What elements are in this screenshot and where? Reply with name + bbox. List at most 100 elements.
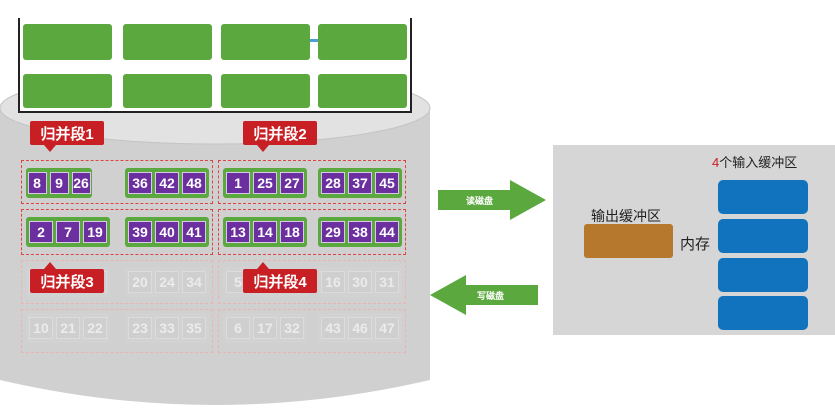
record-cell: 32 xyxy=(280,317,304,339)
record-cell: 18 xyxy=(280,221,304,243)
record-cell: 29 xyxy=(321,221,345,243)
merge-segment-label-1: 归并段1 xyxy=(30,121,104,152)
disk-block-dim: 23 33 35 xyxy=(125,313,209,343)
disk-block: 39 40 41 xyxy=(125,217,209,247)
record-cell: 10 xyxy=(29,317,53,339)
disk-block-dim: 6 17 32 xyxy=(223,313,307,343)
write-disk-arrow xyxy=(430,275,538,315)
record-cell: 8 xyxy=(27,172,47,194)
segment-outline-dim xyxy=(21,260,213,304)
label-text: 归并段1 xyxy=(40,125,94,143)
label-pointer xyxy=(44,262,56,269)
record-cell: 23 xyxy=(128,317,152,339)
write-disk-label: 写磁盘 xyxy=(477,291,505,301)
memory-label: 内存 xyxy=(680,236,711,253)
disk-block: 2 7 19 xyxy=(26,217,110,247)
input-buffer-count: 4 xyxy=(712,155,720,170)
record-cell: 34 xyxy=(182,271,206,293)
record-cell: 2 xyxy=(29,221,53,243)
record-cell: 9 xyxy=(49,172,69,194)
label-text: 归并段3 xyxy=(40,273,94,291)
disk-block-dim: 20 24 34 xyxy=(125,267,209,297)
input-buffer xyxy=(718,180,808,214)
top-block xyxy=(123,74,212,108)
label-pointer xyxy=(257,145,269,152)
record-cell: 25 xyxy=(253,172,277,194)
record-cell: 39 xyxy=(128,221,152,243)
segment-outline-dim xyxy=(218,309,406,353)
record-cell: 43 xyxy=(321,317,345,339)
record-cell: 6 xyxy=(226,317,250,339)
output-buffer xyxy=(584,224,673,258)
record-cell: 42 xyxy=(155,172,179,194)
record-cell: 26 xyxy=(71,172,91,194)
disk-block: 8 9 26 xyxy=(26,168,92,198)
record-cell: 36 xyxy=(128,172,152,194)
top-frame-connector xyxy=(310,39,320,42)
record-cell: 17 xyxy=(253,317,277,339)
disk-block-dim: 16 30 31 xyxy=(318,267,402,297)
record-cell: 27 xyxy=(280,172,304,194)
disk-block-dim: 43 46 47 xyxy=(318,313,402,343)
top-block xyxy=(318,74,407,108)
input-buffer xyxy=(718,296,808,330)
record-cell: 44 xyxy=(375,221,399,243)
label-pointer xyxy=(44,145,56,152)
merge-segment-label-2: 归并段2 xyxy=(243,121,317,152)
record-cell: 47 xyxy=(375,317,399,339)
segment-outline-3 xyxy=(21,209,213,255)
record-cell: 7 xyxy=(56,221,80,243)
record-cell: 45 xyxy=(375,172,399,194)
top-block xyxy=(221,74,310,108)
disk-block: 13 14 18 xyxy=(223,217,307,247)
label-text: 归并段2 xyxy=(253,125,307,143)
top-block xyxy=(23,24,112,60)
record-cell: 35 xyxy=(182,317,206,339)
top-block xyxy=(221,24,310,60)
disk-block-dim: 10 21 22 xyxy=(26,313,110,343)
top-block xyxy=(123,24,212,60)
record-cell: 20 xyxy=(128,271,152,293)
record-cell: 28 xyxy=(321,172,345,194)
top-block xyxy=(23,74,112,108)
record-cell: 1 xyxy=(226,172,250,194)
disk-block: 1 25 27 xyxy=(223,168,307,198)
input-buffer-title-text: 个输入缓冲区 xyxy=(719,155,798,170)
read-disk-label: 读磁盘 xyxy=(466,196,494,206)
segment-outline-dim xyxy=(218,260,406,304)
merge-segment-label-4: 归并段4 xyxy=(243,262,317,293)
input-buffer xyxy=(718,219,808,253)
record-cell: 22 xyxy=(83,317,107,339)
disk-block: 36 42 48 xyxy=(125,168,209,198)
record-cell: 37 xyxy=(348,172,372,194)
record-cell: 24 xyxy=(155,271,179,293)
record-cell: 13 xyxy=(226,221,250,243)
record-cell: 30 xyxy=(348,271,372,293)
record-cell: 19 xyxy=(83,221,107,243)
record-cell: 31 xyxy=(375,271,399,293)
segment-outline-dim xyxy=(21,309,213,353)
record-cell: 14 xyxy=(253,221,277,243)
record-cell: 38 xyxy=(348,221,372,243)
disk-block: 29 38 44 xyxy=(318,217,402,247)
read-disk-arrow xyxy=(438,180,546,220)
label-text: 归并段4 xyxy=(253,273,307,291)
input-buffer-title: 4个输入缓冲区 xyxy=(712,152,797,171)
record-cell: 46 xyxy=(348,317,372,339)
input-buffer xyxy=(718,258,808,292)
label-pointer xyxy=(257,262,269,269)
segment-outline-4 xyxy=(218,209,406,255)
top-block xyxy=(318,24,407,60)
record-cell: 33 xyxy=(155,317,179,339)
record-cell: 21 xyxy=(56,317,80,339)
output-buffer-title: 输出缓冲区 xyxy=(591,208,661,224)
record-cell: 48 xyxy=(182,172,206,194)
record-cell: 40 xyxy=(155,221,179,243)
record-cell: 16 xyxy=(321,271,345,293)
segment-outline-2 xyxy=(218,160,406,204)
merge-segment-label-3: 归并段3 xyxy=(30,262,104,293)
record-cell: 41 xyxy=(182,221,206,243)
disk-block: 28 37 45 xyxy=(318,168,402,198)
segment-outline-1 xyxy=(21,160,213,204)
